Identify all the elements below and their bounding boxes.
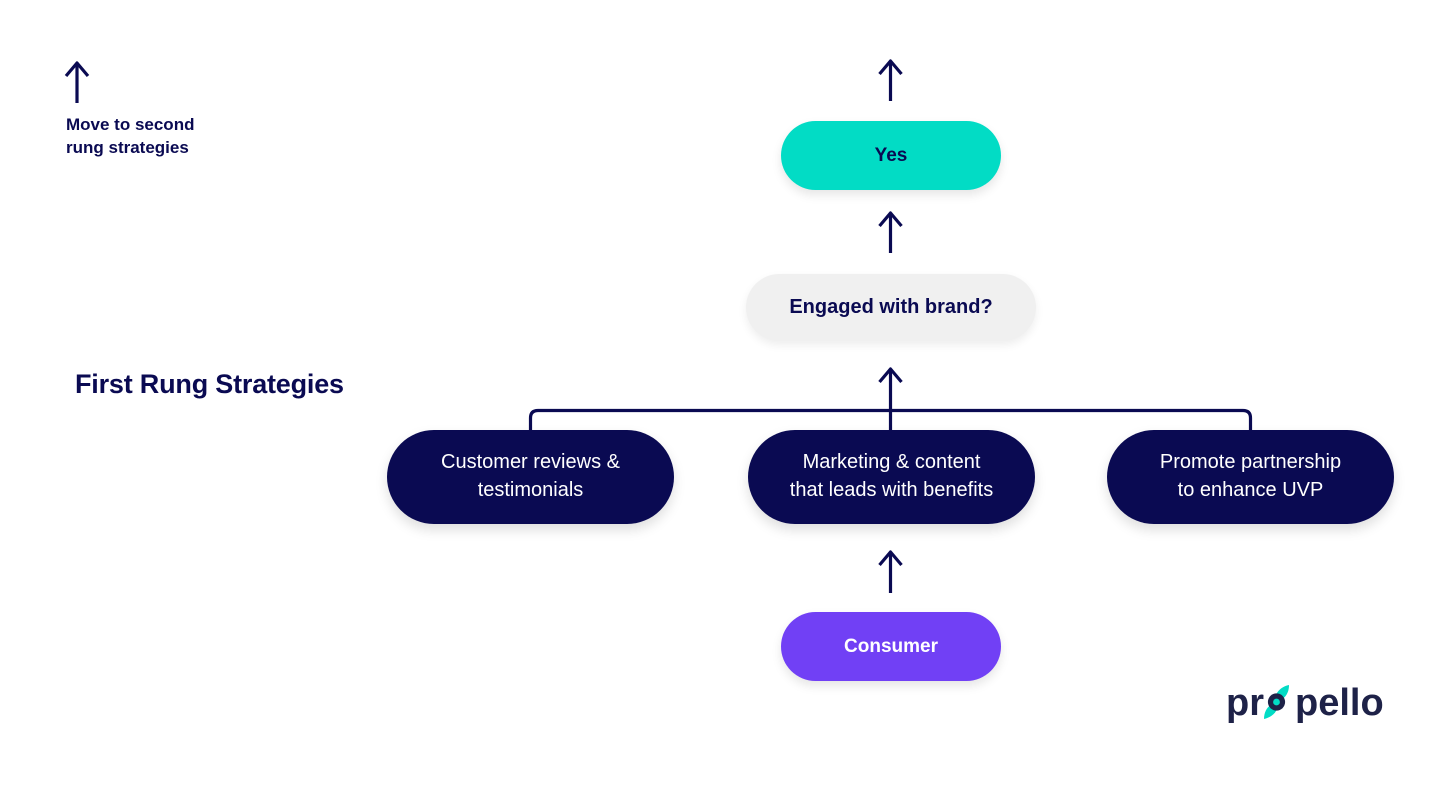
arrow-up-icon-sidenote	[64, 61, 90, 103]
arrow-up-icon-top	[878, 59, 903, 101]
strategy-box-promote-partnership[interactable]: Promote partnership to enhance UVP	[1107, 430, 1394, 524]
side-note-move-to-second-rung: Move to second rung strategies	[66, 115, 195, 157]
logo-text-after: pello	[1295, 682, 1384, 724]
branch-bus-connector	[528, 408, 1253, 431]
section-title-first-rung-strategies: First Rung Strategies	[75, 369, 344, 399]
node-consumer[interactable]: Consumer	[781, 612, 1001, 681]
logo-text-before: pr	[1226, 682, 1264, 724]
arrow-up-icon-question-to-yes	[878, 211, 903, 253]
propello-logo: pr pello	[1226, 682, 1388, 726]
strategy-box-marketing-content[interactable]: Marketing & content that leads with bene…	[748, 430, 1035, 524]
arrow-up-icon-bus-to-question	[878, 367, 903, 410]
node-yes[interactable]: Yes	[781, 121, 1001, 190]
strategy-box-customer-reviews[interactable]: Customer reviews & testimonials	[387, 430, 674, 524]
propello-logo-svg: pr pello	[1226, 682, 1384, 724]
propeller-icon	[1264, 685, 1289, 719]
arrow-up-icon-consumer-to-strategies	[878, 550, 903, 593]
node-engaged-with-brand-question[interactable]: Engaged with brand?	[746, 274, 1036, 341]
